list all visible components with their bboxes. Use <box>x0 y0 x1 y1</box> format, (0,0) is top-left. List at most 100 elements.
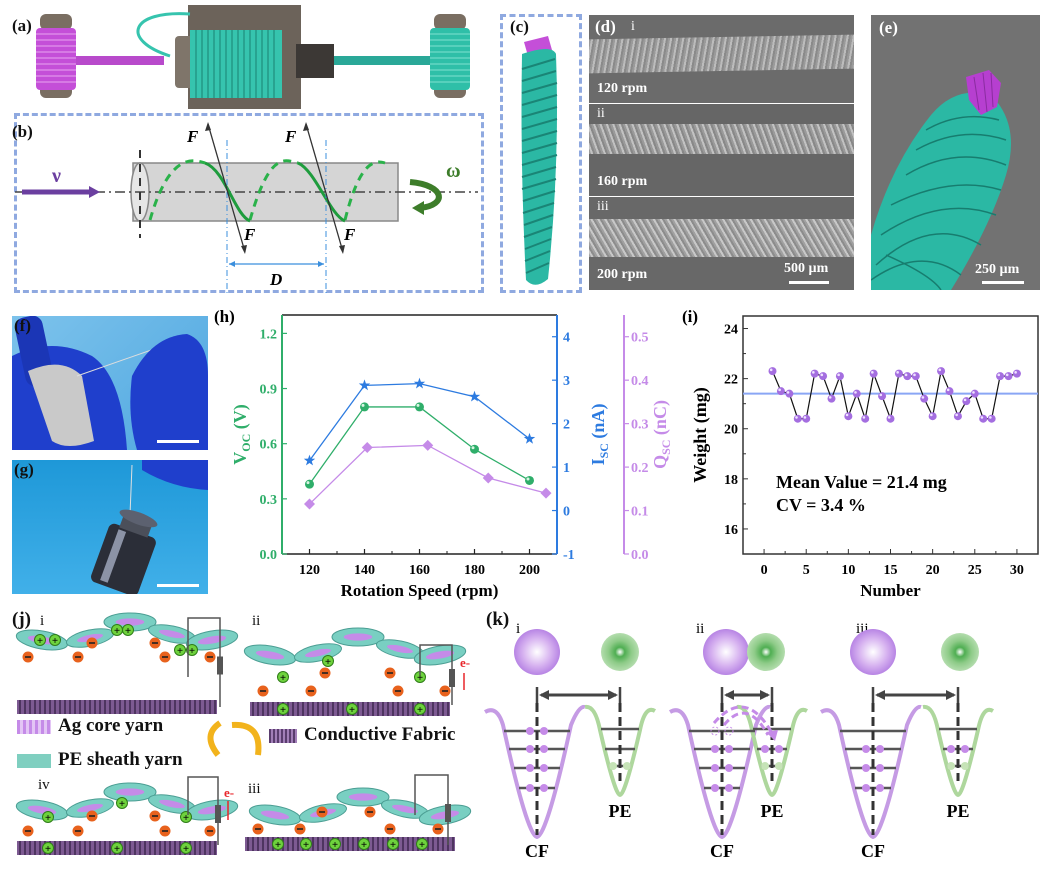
state-i-fabric-stripe <box>24 700 26 714</box>
panel-j: (j) i ii iii iv ++++++++++++e-++++++++++… <box>0 605 480 864</box>
weight-point-highlight <box>955 413 958 417</box>
state-iv-yarn3-core <box>115 788 145 796</box>
panel-a: (a) <box>0 0 490 115</box>
scale-bar-label-e: 250 µm <box>975 262 1020 277</box>
k-state-3-cf-electron <box>862 764 870 772</box>
qsc-series-point <box>482 472 494 484</box>
k-state-3-pe-label: PE <box>946 801 969 821</box>
voc-axis-title: VOC (V) <box>230 404 253 465</box>
k-state-2-pe-electron-cloud <box>747 633 785 671</box>
y-tick-label: 22 <box>724 373 738 388</box>
state-iv-fabric-positive-sign: + <box>114 843 120 855</box>
panel-h-label: (h) <box>214 307 235 326</box>
state-iii-fabric-stripe <box>317 837 319 851</box>
panel-d-sub-ii: ii <box>597 106 605 121</box>
state-iv-fabric-positive <box>111 842 123 854</box>
yarn-spool <box>28 364 94 446</box>
state-iii-fabric-stripe <box>432 837 434 851</box>
k-state-1-pe-potential-well <box>584 704 657 798</box>
state-iv-electron-label: e- <box>224 785 234 800</box>
rotation-arrowhead <box>412 201 424 215</box>
state-iii-fabric-stripe <box>247 837 249 851</box>
state-iv-yarn4-core <box>159 799 185 809</box>
weight-point-highlight <box>803 416 807 419</box>
k-state-2-electron-transfer-arrowhead <box>766 730 778 741</box>
state-iv-fabric-stripe <box>84 841 86 855</box>
state-iii-fabric-stripe <box>347 837 349 851</box>
state-i-fabric-stripe <box>149 700 151 714</box>
voc-tick-label: 0.6 <box>260 438 278 453</box>
state-ii-negative-charge-sign <box>322 672 328 674</box>
weight-point <box>945 387 954 396</box>
weight-point-highlight <box>913 373 916 377</box>
state-ii-circuit-resistor <box>449 669 455 687</box>
state-iv-circuit-resistor <box>215 805 221 823</box>
weight-point <box>1012 369 1021 378</box>
state-ii-fabric-stripe <box>437 702 439 716</box>
x-tick-label: 200 <box>519 563 540 578</box>
state-ii-yarn3-core <box>343 633 373 641</box>
yarn-sem-160 <box>589 124 854 154</box>
k-state-1-cf-electron <box>526 784 534 792</box>
panel-i-label: (i) <box>682 307 698 326</box>
weight-point <box>819 372 828 381</box>
weight-point <box>962 397 971 406</box>
state-iii-fabric-stripe <box>327 837 329 851</box>
voc-series-point <box>305 479 314 489</box>
k-state-2-cf-electron <box>725 764 733 772</box>
panel-j-sub-iv: iv <box>38 777 50 793</box>
weight-point-highlight <box>972 391 975 394</box>
state-iii-fabric-stripe <box>442 837 444 851</box>
state-i-fabric-stripe <box>129 700 131 714</box>
k-state-2-distance-arrowhead-right <box>760 690 770 700</box>
state-i-fabric-stripe <box>64 700 66 714</box>
state-ii-fabric-stripe <box>327 702 329 716</box>
weight-point-highlight <box>946 388 950 392</box>
qsc-tick-label: 0.5 <box>631 331 649 346</box>
y-axis-title: Weight (mg) <box>690 387 711 482</box>
state-iii-fabric-positive <box>416 838 428 850</box>
state-ii-fabric-positive-sign: + <box>349 704 355 716</box>
state-ii-negative-charge-sign <box>260 690 266 692</box>
weight-point <box>996 372 1005 381</box>
state-i-fabric-stripe <box>124 700 126 714</box>
state-ii-fabric-stripe <box>362 702 364 716</box>
state-i-negative-charge-sign <box>75 656 81 658</box>
force-arrowhead-1b <box>241 245 247 254</box>
state-ii-fabric-stripe <box>307 702 309 716</box>
state-i-positive-charge-sign: + <box>114 625 120 637</box>
state-i-positive-charge-sign: + <box>189 645 195 657</box>
hanging-weight <box>91 460 208 594</box>
right-bobbin-cap-top <box>434 14 466 30</box>
k-state-1-pe-label: PE <box>608 801 631 821</box>
pitch-label: D <box>269 270 282 289</box>
state-i-fabric-stripe <box>209 700 211 714</box>
state-iv-fabric-stripe <box>94 841 96 855</box>
state-iii-fabric-stripe <box>342 837 344 851</box>
k-state-3-cf-electron-cloud <box>850 629 896 675</box>
state-i-negative-charge-sign <box>89 642 95 644</box>
state-i-fabric-stripe <box>34 700 36 714</box>
panel-b: (b) ν ω F F F F D <box>0 110 490 295</box>
weight-point-highlight <box>812 371 815 374</box>
state-iv-fabric-stripe <box>194 841 196 855</box>
colored-sem-yarn-tip <box>871 70 1011 290</box>
state-i-fabric-stripe <box>169 700 171 714</box>
state-ii-fabric-stripe <box>322 702 324 716</box>
qsc-axis-title: QSC (nC) <box>650 400 670 469</box>
state-iv-fabric-positive <box>180 842 192 854</box>
k-state-2-cf-electron-cloud <box>703 629 749 675</box>
state-ii-fabric-stripe <box>372 702 374 716</box>
state-iii-yarn1-core <box>260 810 290 820</box>
state-ii-fabric-stripe <box>312 702 314 716</box>
right-bobbin-yarn <box>430 28 470 90</box>
k-state-3-cf-label: CF <box>861 841 885 861</box>
state-iii-fabric-stripe <box>312 837 314 851</box>
state-iii-fabric-stripe <box>407 837 409 851</box>
state-i-fabric-stripe <box>159 700 161 714</box>
k-state-2-pe-transferred-electron <box>761 745 769 753</box>
state-i-negative-charge-sign <box>25 656 31 658</box>
isc-tick-label: 2 <box>563 418 570 433</box>
x-tick-label: 140 <box>354 563 375 578</box>
state-ii-fabric-positive-sign: + <box>417 704 423 716</box>
